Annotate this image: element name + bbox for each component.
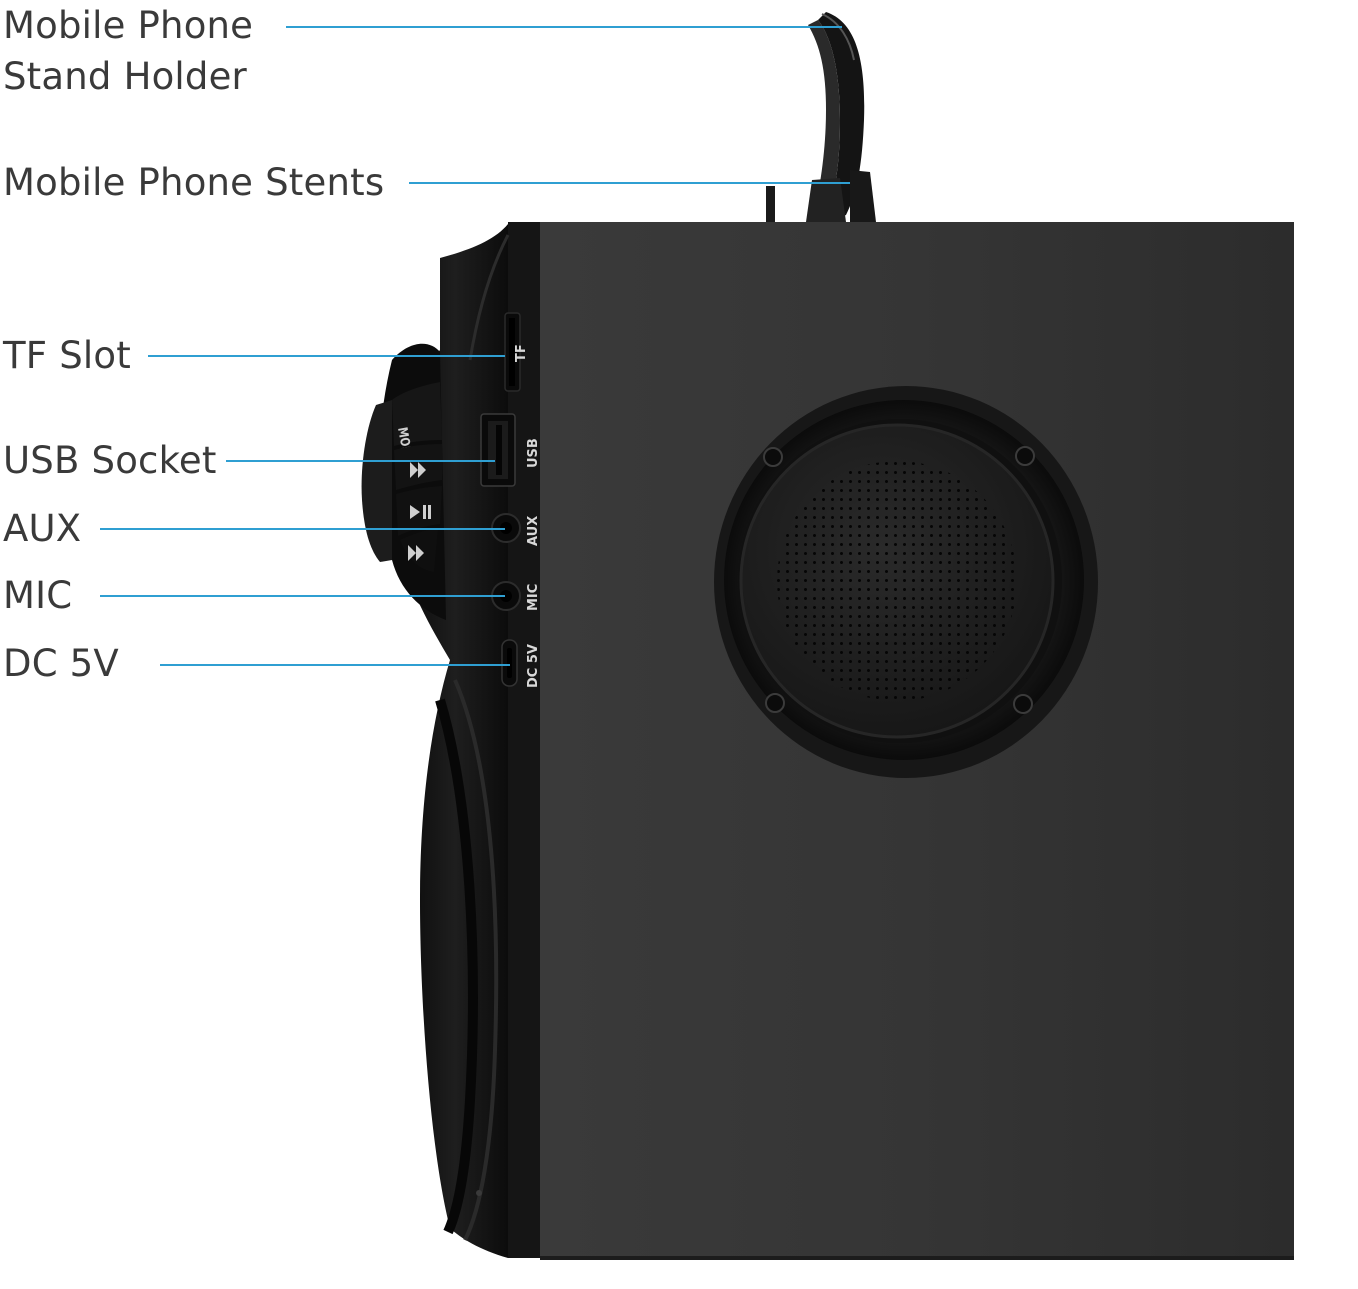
play-pause-button[interactable] (396, 486, 442, 536)
tf-port-label: TF (514, 344, 529, 362)
next-track-icon (408, 545, 424, 561)
callout-usb-socket: USB Socket (3, 439, 217, 482)
ports-panel: TF USB AUX MIC DC 5V (480, 312, 541, 688)
aux-jack[interactable]: AUX (491, 513, 541, 546)
mic-port-label: MIC (526, 584, 541, 611)
leader-lines (100, 26, 850, 666)
callout-stents: Mobile Phone Stents (3, 161, 385, 204)
play-pause-icon (410, 505, 431, 519)
next-button[interactable] (400, 528, 438, 572)
callout-stand-holder-line2: Stand Holder (3, 55, 247, 98)
callout-dc-5v: DC 5V (3, 642, 119, 685)
tf-slot[interactable]: TF (504, 312, 529, 392)
phone-stents (766, 170, 876, 222)
previous-track-icon (410, 462, 426, 478)
control-buttons: MODE (361, 343, 446, 620)
usb-port-label: USB (526, 438, 541, 468)
callout-tf-slot: TF Slot (3, 334, 131, 377)
dc-port-label: DC 5V (526, 644, 541, 688)
dc-5v-port[interactable]: DC 5V (501, 639, 541, 688)
callout-stand-holder: Mobile Phone Stand Holder (3, 0, 253, 102)
aux-port-label: AUX (526, 516, 541, 546)
callout-mic: MIC (3, 574, 73, 617)
callout-aux: AUX (3, 507, 82, 550)
usb-socket[interactable]: USB (480, 413, 541, 487)
callout-stand-holder-line1: Mobile Phone (3, 4, 254, 47)
screw-icon (763, 446, 1035, 714)
prev-button[interactable] (394, 444, 442, 490)
speaker-driver (714, 386, 1098, 778)
mic-jack[interactable]: MIC (491, 581, 541, 611)
phone-stand-holder (808, 12, 865, 222)
